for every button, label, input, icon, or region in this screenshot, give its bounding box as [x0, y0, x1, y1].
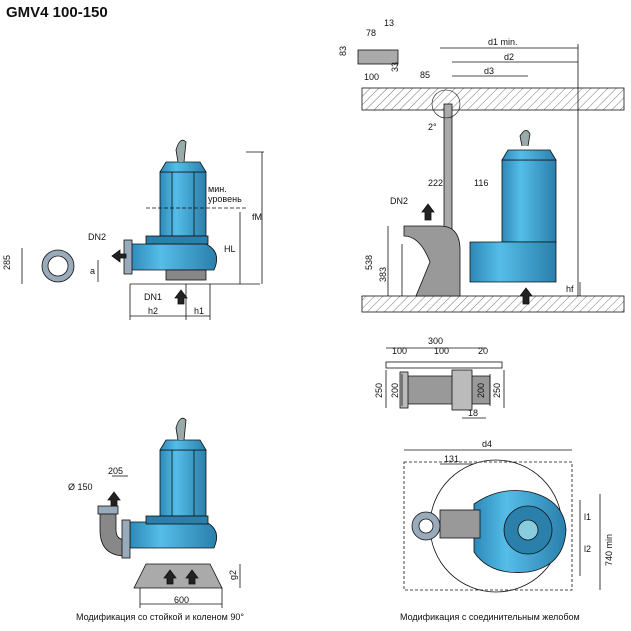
label-205: 205: [108, 466, 123, 476]
label-h2: h2: [148, 306, 158, 316]
label-200-left: 200: [390, 383, 400, 398]
label-250-left: 250: [374, 383, 384, 398]
label-dn1: DN1: [144, 292, 162, 302]
stand-base: [133, 563, 223, 589]
label-250-right: 250: [492, 383, 502, 398]
up-arrow-icon: [421, 203, 435, 221]
label-d4: d4: [482, 439, 492, 449]
label-d1: d1 min.: [488, 37, 518, 47]
discharge-arrow-icon: [111, 249, 127, 263]
label-600: 600: [174, 595, 189, 605]
label-fm: fM: [252, 212, 262, 222]
label-20: 20: [478, 346, 488, 356]
page-title: GMV4 100-150: [6, 4, 108, 21]
label-d2: d2: [504, 52, 514, 62]
label-100-left: 100: [392, 346, 407, 356]
pit-outline: [403, 461, 573, 591]
label-a: a: [90, 266, 95, 276]
label-100-mid: 100: [434, 346, 449, 356]
label-33: 33: [390, 62, 400, 72]
label-285: 285: [2, 255, 12, 270]
label-116: 116: [474, 178, 488, 188]
floor-slab: [361, 295, 625, 313]
label-min-level-2: уровень: [208, 194, 242, 204]
label-l2: l2: [584, 544, 591, 554]
elbow-stand: [403, 225, 461, 297]
label-g2: g2: [228, 570, 238, 580]
label-300: 300: [428, 336, 443, 346]
inlet-arrow-icon: [174, 289, 188, 305]
label-angle: 2°: [428, 122, 437, 132]
label-hl: HL: [224, 244, 236, 254]
caption-left: Модификация со стойкой и коленом 90°: [76, 612, 244, 622]
label-740: 740 min: [604, 534, 614, 566]
label-538: 538: [364, 255, 374, 270]
dimension-labels: DN2 a DN1 h2 h1 HL fM мин. уровень 285 1…: [2, 18, 614, 605]
label-100-top: 100: [364, 72, 379, 82]
label-383: 383: [378, 267, 388, 282]
view-installation: [357, 44, 625, 313]
view-stand-elbow: [97, 417, 241, 608]
label-phi150: Ø 150: [68, 482, 93, 492]
pump-handle: [175, 139, 187, 163]
label-131: 131: [444, 454, 459, 464]
label-78: 78: [366, 28, 376, 38]
view-coupling-top: [385, 347, 505, 419]
label-200-right: 200: [476, 383, 486, 398]
label-83: 83: [338, 46, 348, 56]
ceiling-slab: [361, 87, 625, 111]
mounting-bracket: [357, 49, 399, 65]
label-dn2: DN2: [88, 232, 106, 242]
label-min-level: мин.: [208, 184, 227, 194]
pump-motor: [159, 171, 207, 237]
label-85: 85: [420, 70, 430, 80]
view-free-standing: [21, 139, 264, 320]
label-h1: h1: [194, 306, 204, 316]
label-18: 18: [468, 408, 478, 418]
label-d3: d3: [484, 66, 494, 76]
label-13: 13: [384, 18, 394, 28]
label-hf: hf: [566, 284, 574, 294]
view-plan-channel: [403, 449, 601, 593]
label-l1: l1: [584, 512, 591, 522]
pump-volute: [129, 243, 218, 271]
caption-right: Модификация с соединительным желобом: [400, 612, 580, 622]
label-222: 222: [428, 178, 443, 188]
label-dn2-right: DN2: [390, 196, 408, 206]
